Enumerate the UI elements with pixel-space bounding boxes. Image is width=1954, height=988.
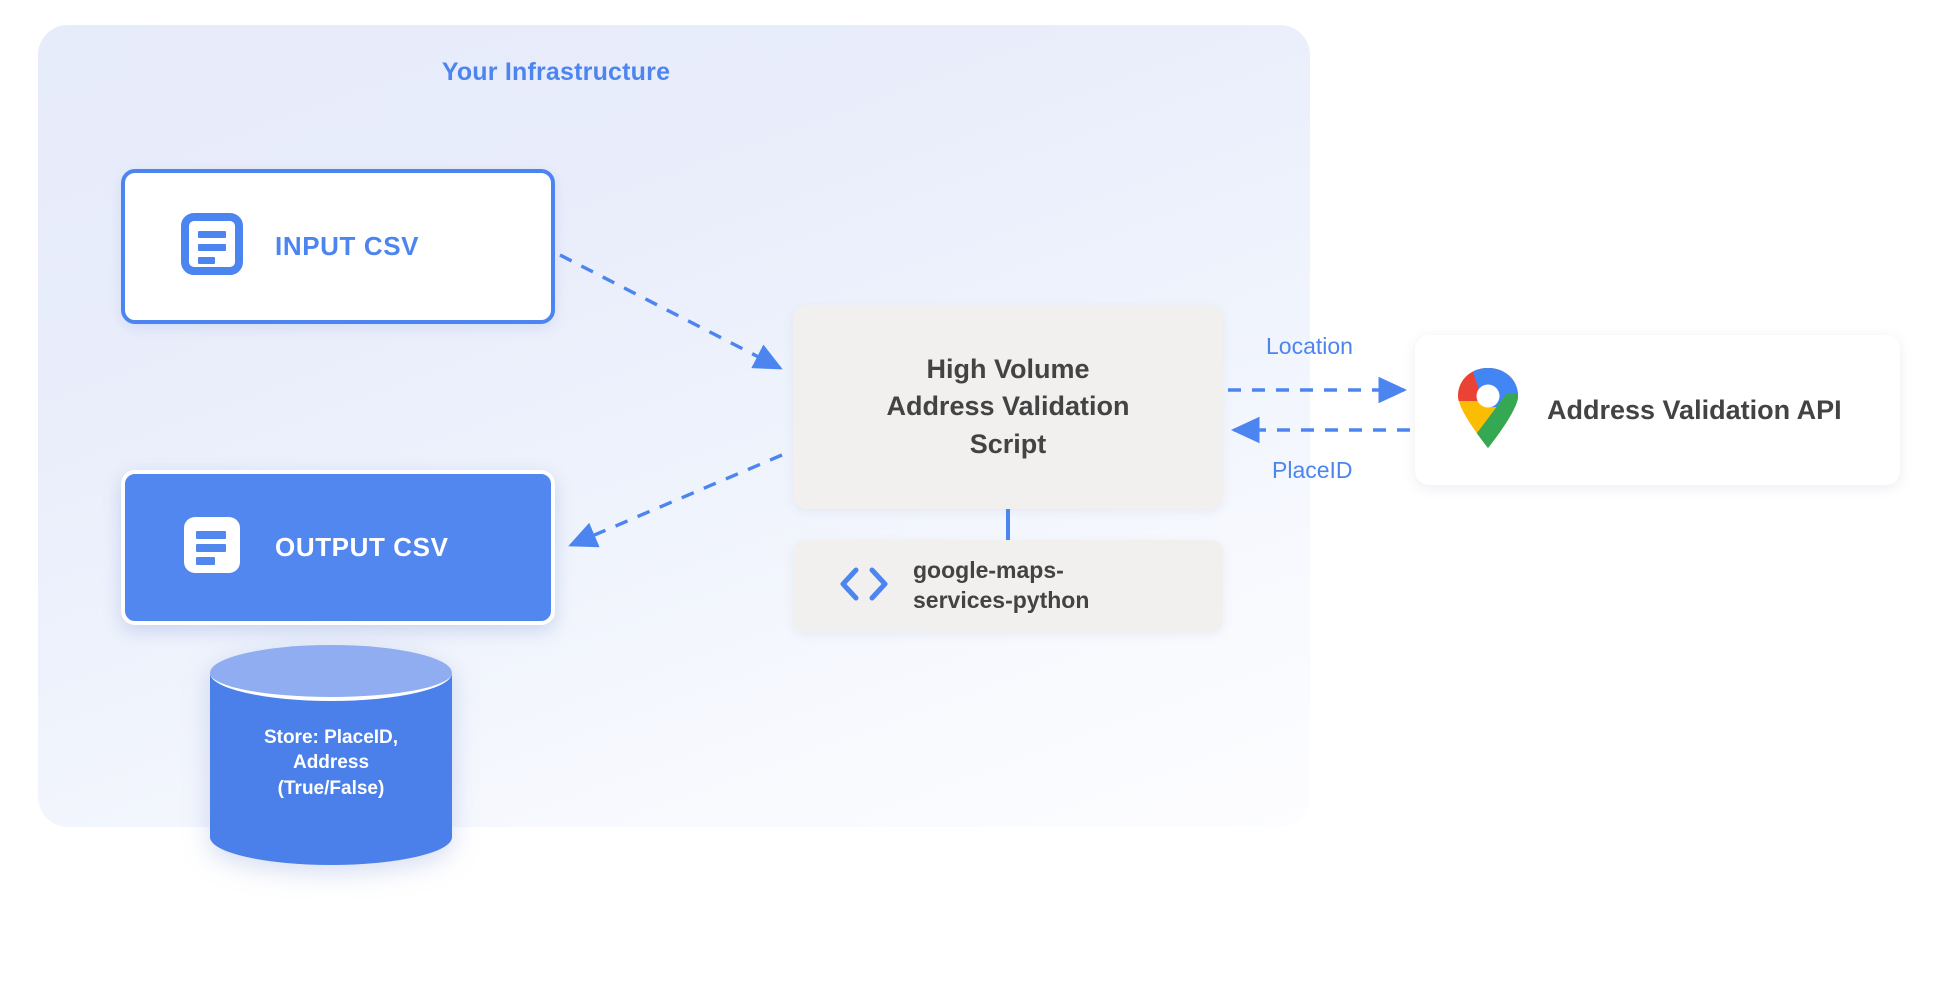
database-line-3: (True/False) <box>277 777 385 799</box>
code-brackets-icon <box>837 566 891 607</box>
document-icon <box>181 213 243 280</box>
edge-label-location: Location <box>1266 333 1353 359</box>
script-line-2: Address Validation <box>886 391 1130 422</box>
library-line-2: services-python <box>913 587 1090 613</box>
document-icon <box>181 514 243 581</box>
database-line-2: Address <box>292 752 370 774</box>
output-csv-label: OUTPUT CSV <box>275 532 449 562</box>
library-line-1: google-maps- <box>913 557 1064 584</box>
panel-title: Your Infrastructure <box>441 58 671 86</box>
node-output-csv[interactable]: OUTPUT CSV <box>121 470 555 625</box>
database-line-1: Store: PlaceID, <box>263 727 399 748</box>
library-label: google-maps- services-python <box>913 556 1089 616</box>
cylinder-top <box>210 645 452 701</box>
script-label: High Volume Address Validation Script <box>886 351 1129 463</box>
script-line-3: Script <box>969 428 1047 459</box>
api-label: Address Validation API <box>1547 394 1842 425</box>
node-input-csv[interactable]: INPUT CSV <box>121 169 555 324</box>
script-library-connector <box>1006 509 1010 540</box>
node-script[interactable]: High Volume Address Validation Script <box>793 305 1223 509</box>
edge-label-placeid: PlaceID <box>1272 457 1353 483</box>
database-label: Store: PlaceID, Address (True/False) <box>210 725 452 801</box>
script-line-1: High Volume <box>926 354 1090 385</box>
node-address-validation-api[interactable]: Address Validation API <box>1415 335 1900 485</box>
node-database[interactable]: Store: PlaceID, Address (True/False) <box>210 645 452 865</box>
google-maps-pin-icon <box>1455 367 1521 454</box>
input-csv-label: INPUT CSV <box>275 231 420 261</box>
node-library[interactable]: google-maps- services-python <box>793 540 1223 632</box>
